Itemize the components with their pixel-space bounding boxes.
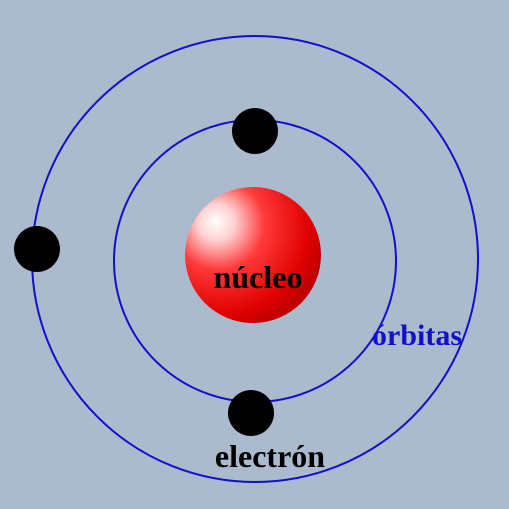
electron-outer-left	[14, 226, 60, 272]
nucleus-label: núcleo	[214, 259, 303, 295]
nucleus	[185, 187, 321, 323]
electron-inner-top	[232, 108, 278, 154]
orbits-label: órbitas	[372, 319, 462, 352]
electron-label: electrón	[215, 438, 325, 474]
electron-inner-bottom	[228, 390, 274, 436]
